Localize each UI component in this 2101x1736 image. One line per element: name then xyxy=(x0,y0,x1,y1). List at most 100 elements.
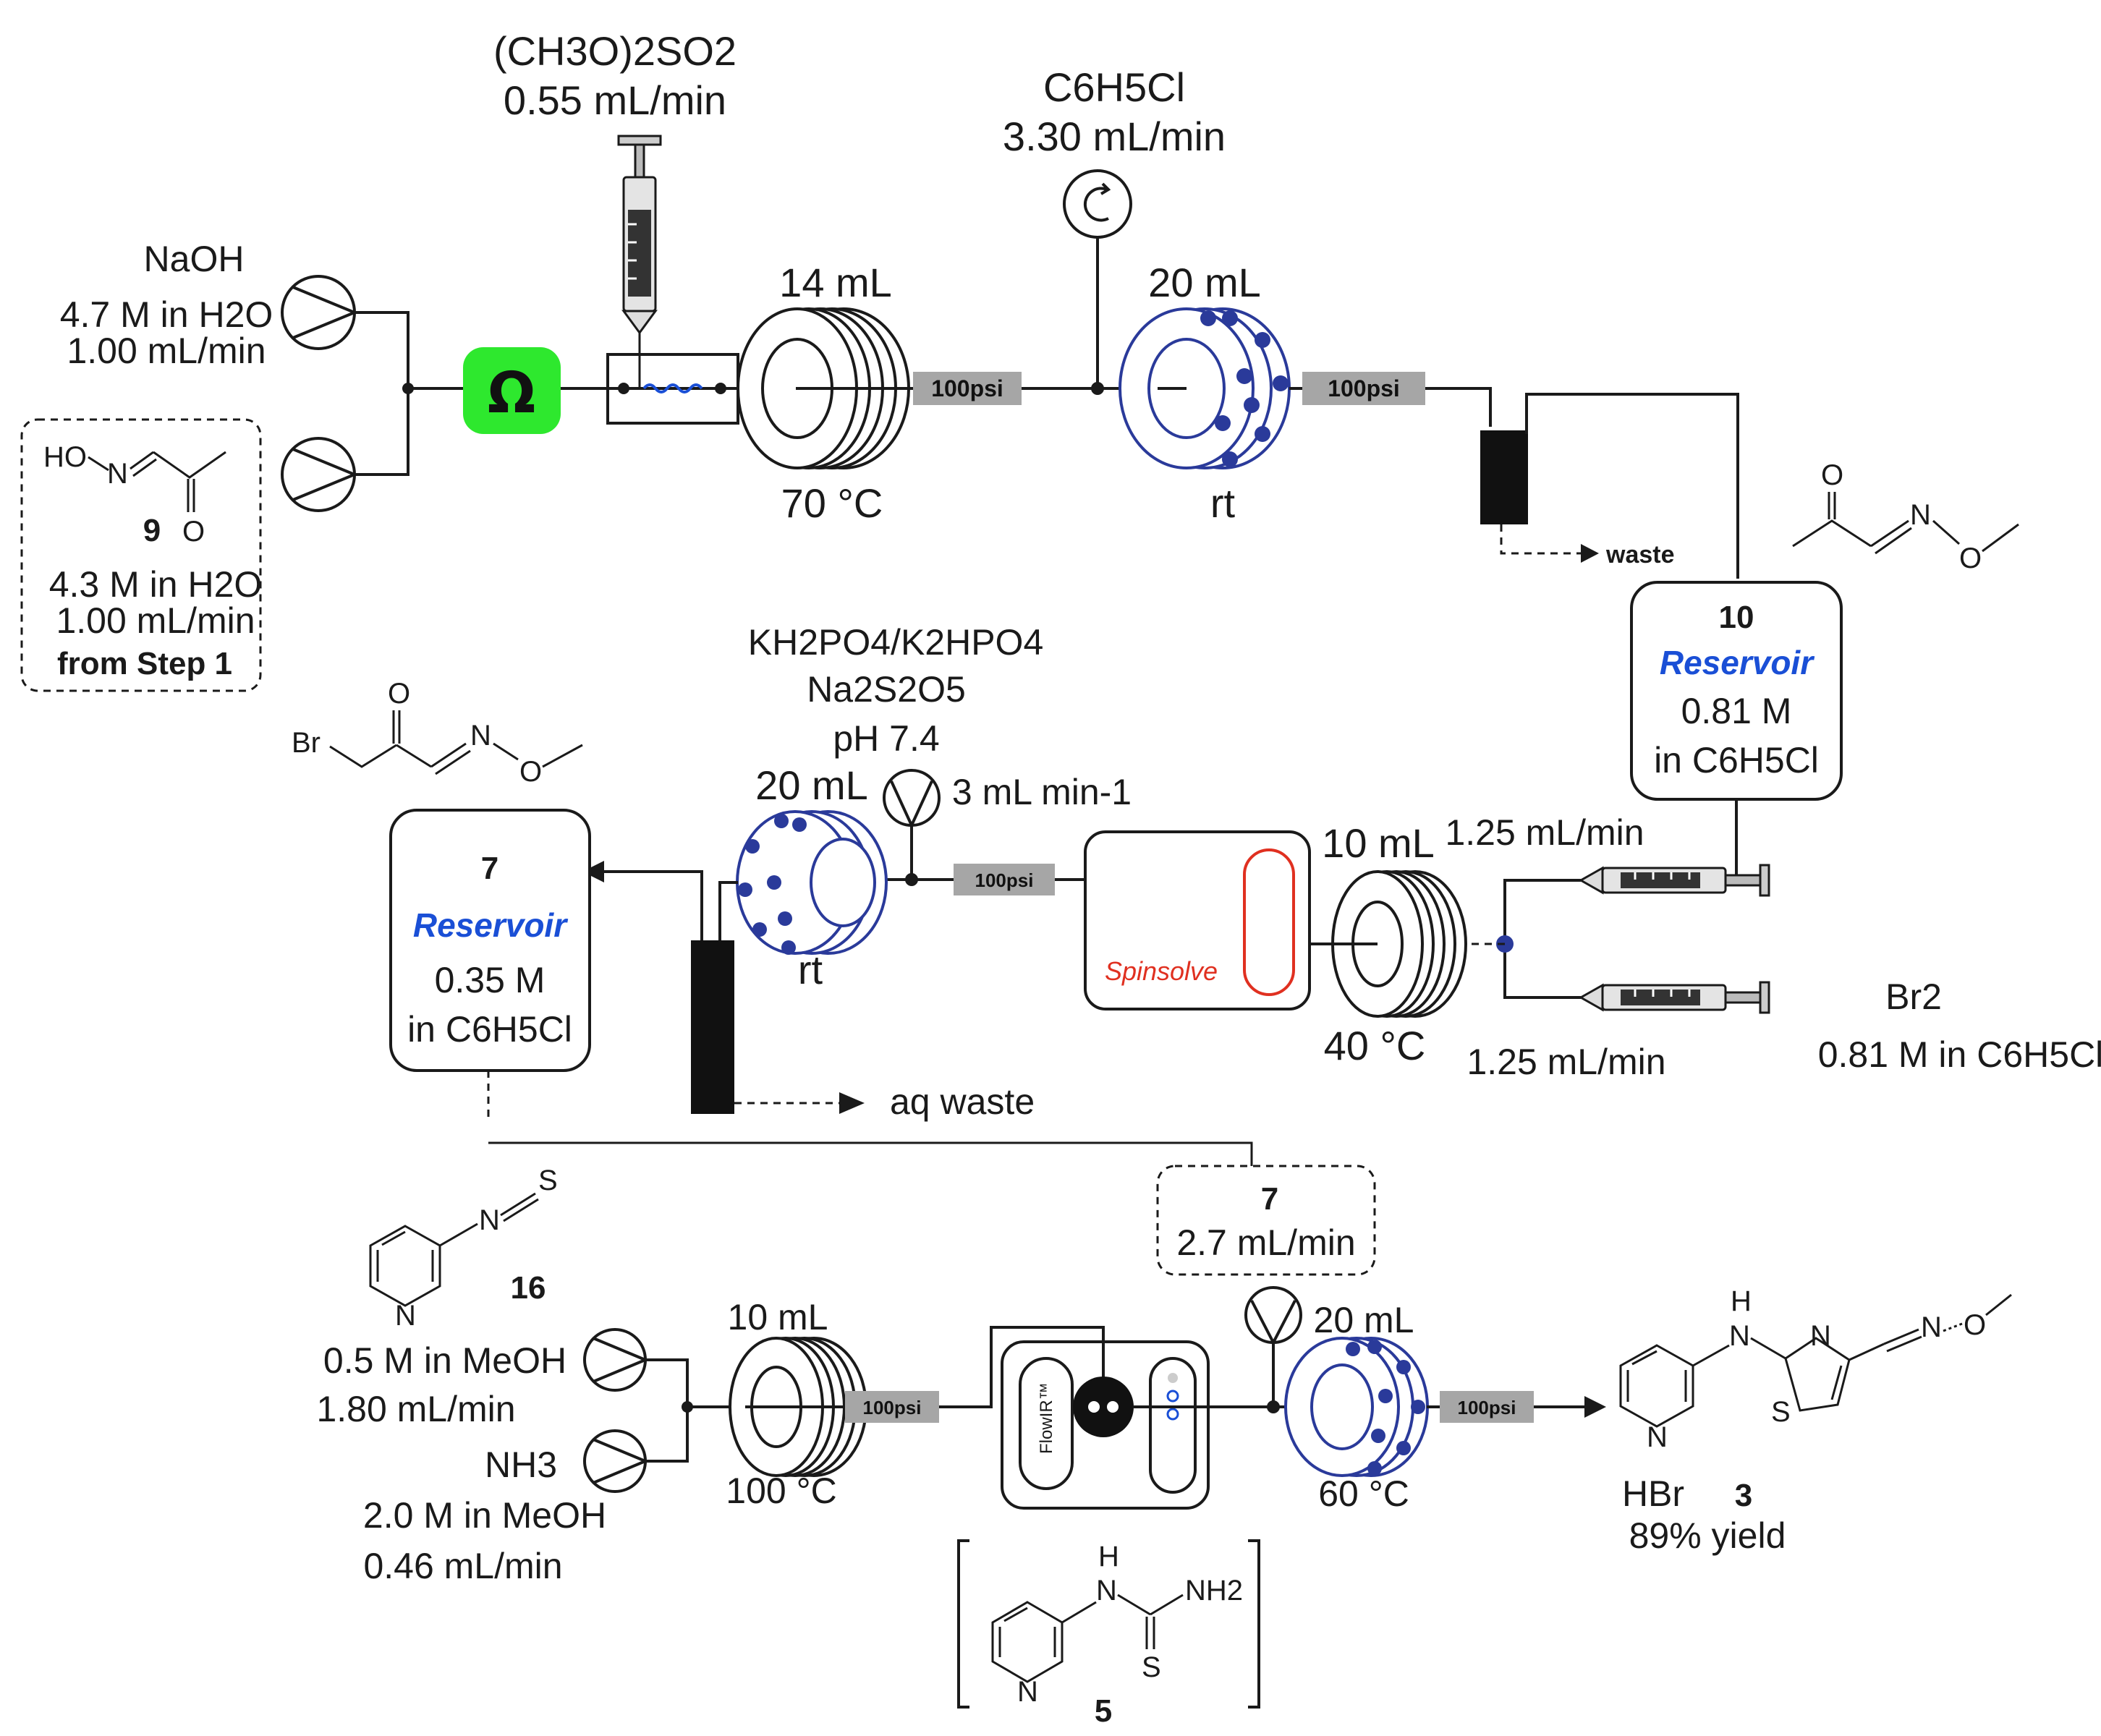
compound-10-structure: O N O xyxy=(1792,459,2019,574)
mixing-zone xyxy=(642,383,703,393)
bpr-6 xyxy=(1440,1391,1534,1423)
isothio-concentration: 0.5 M in MeOH xyxy=(323,1340,566,1381)
reactor1-temperature: 70 °C xyxy=(781,480,883,526)
dms-syringe[interactable] xyxy=(617,135,662,388)
buffer-pump[interactable] xyxy=(883,769,941,829)
nh3-name: NH3 xyxy=(485,1444,557,1485)
mixing-tee xyxy=(402,383,414,394)
chlorobenzene-pump[interactable] xyxy=(1063,169,1132,239)
chlorobenzene-name: C6H5Cl xyxy=(1043,64,1185,110)
flowir-cell xyxy=(1073,1377,1134,1437)
flowir-dot-blue-1 xyxy=(1166,1390,1179,1403)
product-thz-n: N xyxy=(1810,1320,1831,1352)
reactor2-volume: 20 mL xyxy=(1148,260,1261,305)
bromo-o2: O xyxy=(519,756,542,788)
reservoir7-solvent: in C6H5Cl xyxy=(407,1009,572,1050)
row3-feed-tubing xyxy=(645,1358,689,1463)
tubing-to-separator xyxy=(1425,387,1492,427)
thiourea-pyr-n: N xyxy=(1017,1676,1038,1708)
isothiocyanate-16-structure: N N S xyxy=(369,1165,558,1332)
bpr-1-label: 100psi xyxy=(931,375,1003,401)
bpr-2 xyxy=(1302,372,1425,405)
compound10-o2: O xyxy=(1959,542,1982,574)
spinsolve-label: Spinsolve xyxy=(1105,956,1218,986)
buffer-ph: pH 7.4 xyxy=(833,718,939,759)
product-salt: HBr xyxy=(1622,1473,1684,1514)
reservoir7-number: 7 xyxy=(481,851,498,886)
product-n: N xyxy=(1729,1320,1750,1352)
reactor3-packed-coil xyxy=(736,810,888,955)
phase-separator-1 xyxy=(1480,430,1528,524)
product-oxime-n: N xyxy=(1921,1311,1942,1343)
reservoir7-label: Reservoir xyxy=(413,906,568,944)
reactor6-volume: 20 mL xyxy=(1314,1300,1414,1340)
oxime-9-structure: HO N O xyxy=(43,441,226,548)
ohmic-heater[interactable] xyxy=(463,347,561,434)
reservoir-7[interactable] xyxy=(389,809,591,1072)
buffer-flow-rate: 3 mL min-1 xyxy=(952,772,1132,812)
dms-flow-rate: 0.55 mL/min xyxy=(504,77,726,123)
br2-name: Br2 xyxy=(1885,977,1942,1017)
nh3-concentration: 2.0 M in MeOH xyxy=(363,1495,606,1536)
flowir-dot-grey xyxy=(1168,1373,1178,1383)
isothio-compound-number: 16 xyxy=(511,1270,546,1306)
flowir-probe-panel xyxy=(1149,1357,1197,1494)
product-h: H xyxy=(1731,1285,1752,1317)
bpr-1 xyxy=(913,372,1022,405)
reactor2-packed-coil xyxy=(1119,307,1291,469)
heater-omega-icon: Ω xyxy=(488,361,535,426)
reservoir10-solvent: in C6H5Cl xyxy=(1654,740,1819,780)
oxime-pump[interactable] xyxy=(281,437,359,512)
bromo-oxime-structure: Br O N O xyxy=(292,678,583,788)
isothio-pump[interactable] xyxy=(583,1328,650,1392)
feed7-number: 7 xyxy=(1261,1181,1278,1217)
aq-waste-label: aq waste xyxy=(890,1081,1035,1122)
nh3-flow-rate: 0.46 mL/min xyxy=(363,1546,562,1586)
reactor3-to-separator xyxy=(718,881,738,940)
reactor6-temperature: 60 °C xyxy=(1318,1473,1409,1514)
reactor4-temperature: 40 °C xyxy=(1324,1023,1426,1068)
phase-separator-2 xyxy=(691,940,734,1114)
buffer-line2: Na2S2O5 xyxy=(807,669,966,710)
bromination-feed-lines xyxy=(1503,879,1581,999)
product-3-structure: N N H N S N O xyxy=(1619,1285,2012,1453)
tubing-into-flowir xyxy=(939,1326,1105,1408)
product-pyr-n: N xyxy=(1647,1421,1668,1453)
naoh-name: NaOH xyxy=(144,239,245,279)
thiourea-n: N xyxy=(1096,1575,1117,1607)
reservoir7-concentration: 0.35 M xyxy=(435,960,546,1000)
feed7-box xyxy=(1156,1165,1376,1276)
flowir-panel xyxy=(1019,1357,1074,1490)
isothio-flow-rate: 1.80 mL/min xyxy=(316,1389,515,1429)
bpr-6-label: 100psi xyxy=(1458,1397,1516,1418)
naoh-pump[interactable] xyxy=(281,275,359,350)
syringe-feed-br2[interactable] xyxy=(1578,981,1770,1014)
syringe-feed-10[interactable] xyxy=(1578,864,1770,897)
row3-tee xyxy=(682,1401,693,1413)
separator2-organic-outlet xyxy=(600,870,703,940)
nh3-pump[interactable] xyxy=(583,1429,650,1493)
thiourea-s: S xyxy=(1142,1651,1161,1683)
isothio-pyr-n: N xyxy=(395,1300,416,1332)
reactor3-temperature: rt xyxy=(798,947,823,992)
thiourea-5-structure: N N H NH2 S xyxy=(991,1541,1243,1708)
product-thz-s: S xyxy=(1771,1396,1791,1428)
chlorobenzene-flow-rate: 3.30 mL/min xyxy=(1003,114,1226,159)
feed7-flow-rate: 2.7 mL/min xyxy=(1176,1222,1355,1263)
reactor2-temperature: rt xyxy=(1210,480,1236,526)
bpr-3-label: 100psi xyxy=(975,869,1034,891)
bromo-br: Br xyxy=(292,727,321,759)
chip-inlet xyxy=(618,383,629,394)
oxime-ho: HO xyxy=(43,441,87,473)
spinsolve-flow-cell xyxy=(1243,848,1295,996)
bromo-n: N xyxy=(470,720,491,752)
waste-line-1 xyxy=(1500,524,1581,555)
feed-rate-top: 1.25 mL/min xyxy=(1445,812,1644,853)
product-arrowhead xyxy=(1584,1396,1606,1418)
feed7-pump[interactable] xyxy=(1244,1286,1302,1346)
reactor3-volume: 20 mL xyxy=(755,762,868,808)
bpr-5 xyxy=(845,1391,939,1423)
flowir-dot-blue-2 xyxy=(1166,1408,1179,1421)
flowir-cell-port-2 xyxy=(1107,1401,1119,1413)
isothio-s: S xyxy=(538,1165,558,1196)
